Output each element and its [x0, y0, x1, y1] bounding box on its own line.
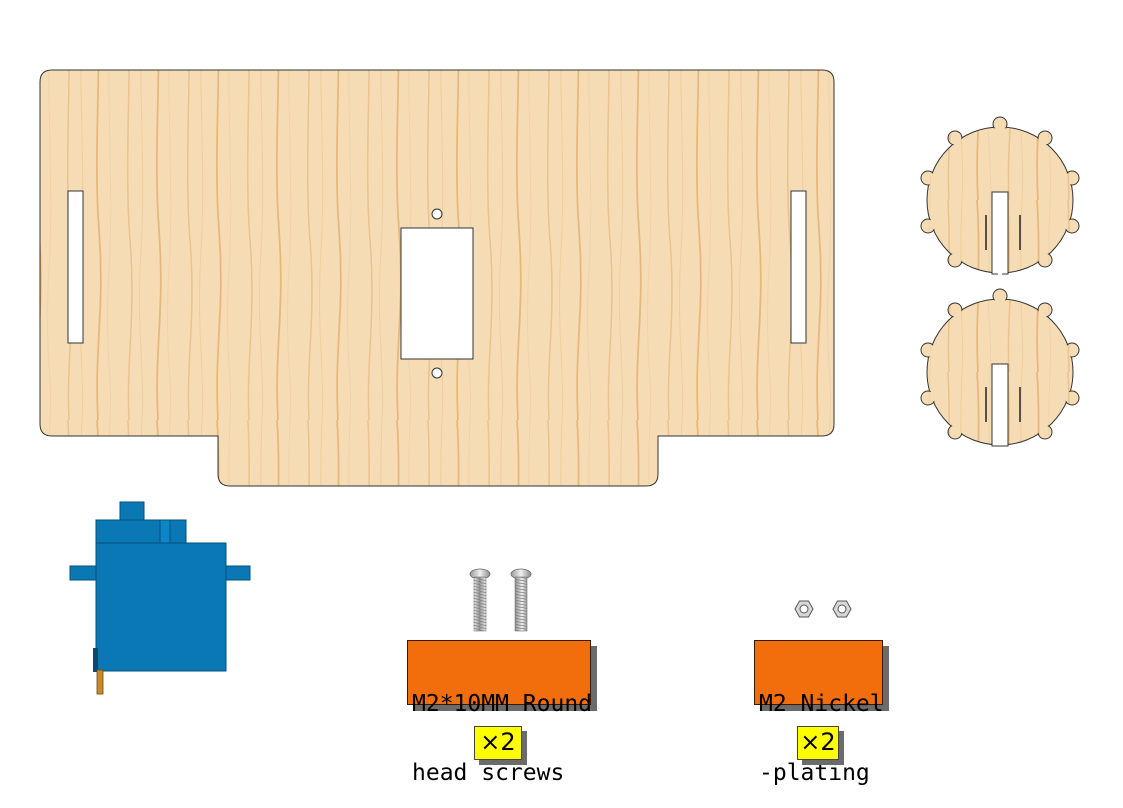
screw-1	[469, 568, 491, 632]
nut-1	[794, 600, 814, 618]
servo-cutout	[400, 227, 474, 360]
nuts-quantity-badge: ×2	[797, 726, 839, 760]
screws-label-line2: head screws	[412, 760, 565, 786]
nuts-label: M2 Nickel -plating	[754, 640, 884, 785]
screws-label: M2*10MM Round head screws	[407, 640, 592, 785]
wooden-wheel-top	[920, 116, 1080, 276]
right-slot	[790, 190, 807, 344]
nut-2	[832, 600, 852, 618]
wooden-wheel-bottom	[920, 288, 1080, 447]
screws-label-line1: M2*10MM Round	[412, 691, 593, 717]
screw-hole-bottom	[431, 367, 443, 379]
servo-motor	[69, 501, 251, 695]
nuts-label-line1: M2 Nickel	[759, 691, 884, 717]
screws-quantity-badge: ×2	[474, 726, 522, 760]
screw-hole-top	[431, 208, 443, 220]
wooden-base-plate	[39, 69, 835, 487]
screw-2	[510, 568, 532, 632]
nuts-label-line2: -plating	[759, 760, 870, 786]
left-slot	[67, 190, 84, 344]
